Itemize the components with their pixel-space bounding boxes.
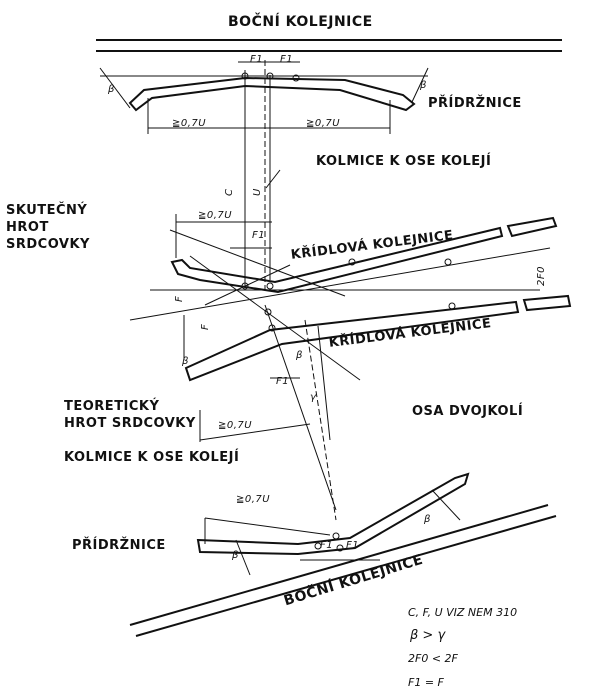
note-f1: F1 = F — [408, 676, 444, 689]
dim-f1-mid: F1 — [252, 230, 266, 241]
dim-beta-top-right: β — [420, 80, 427, 91]
guard-rail-top — [128, 76, 416, 112]
dim-c: C — [224, 188, 235, 196]
reference-points — [241, 72, 456, 552]
guard-rail-top-label: PŘÍDRŽNICE — [428, 96, 522, 111]
theoretical-point-label: TEORETICKÝ HROT SRDCOVKY — [64, 399, 196, 431]
dim-f1-bottom-right: F1 — [346, 540, 360, 551]
dim-beta-top-left: β — [108, 84, 115, 95]
perpendicular-bottom-label: KOLMICE K OSE KOLEJÍ — [64, 450, 240, 465]
dim-beta-bottom-left: β — [232, 550, 239, 561]
frog-crossing-lines — [129, 229, 551, 521]
side-rail-top — [96, 39, 562, 52]
side-rail-top-label: BOČNÍ KOLEJNICE — [228, 14, 373, 30]
dim-07u-lower: ≧0,7U — [218, 420, 253, 431]
note-beta-gamma: β > γ — [410, 628, 446, 643]
perpendicular-top-label: KOLMICE K OSE KOLEJÍ — [316, 154, 492, 169]
dim-07u-top-left: ≧0,7U — [172, 118, 207, 129]
dim-f1-top-left: F1 — [250, 54, 264, 65]
frog-dimensions — [175, 214, 311, 442]
dim-u: U — [252, 188, 263, 196]
dim-f-upper: F — [174, 295, 185, 302]
wing-rail-upper — [170, 216, 558, 294]
wheelset-axis-label: OSA DVOJKOLÍ — [412, 404, 524, 419]
dim-gamma: γ — [310, 392, 317, 403]
dim-07u-mid: ≧0,7U — [198, 210, 233, 221]
dim-beta-mid: β — [296, 350, 303, 361]
dim-beta-bottom-right: β — [424, 514, 431, 525]
guard-rail-top-reference — [99, 61, 429, 134]
side-rail-bottom — [129, 504, 557, 637]
dim-f1-lower: F1 — [276, 376, 290, 387]
dim-f-lower: F — [200, 323, 211, 330]
vertical-reference — [244, 60, 281, 290]
dim-07u-bottom: ≧0,7U — [236, 494, 271, 505]
note-2f0: 2F0 < 2F — [408, 652, 458, 665]
dim-07u-top-right: ≧0,7U — [306, 118, 341, 129]
dim-f1-top-right: F1 — [280, 54, 294, 65]
dim-f1-bottom-left: F1 — [320, 540, 334, 551]
dim-2f0: 2F0 — [536, 266, 547, 286]
guard-rail-bottom-reference — [204, 489, 461, 576]
guard-rail-bottom-label: PŘÍDRŽNICE — [72, 538, 166, 553]
actual-point-label: SKUTEČNÝ HROT SRDCOVKY — [6, 203, 90, 252]
note-ref: C, F, U VIZ NEM 310 — [408, 606, 518, 619]
guard-rail-bottom — [196, 472, 470, 556]
dim-beta-left: β — [182, 356, 189, 367]
